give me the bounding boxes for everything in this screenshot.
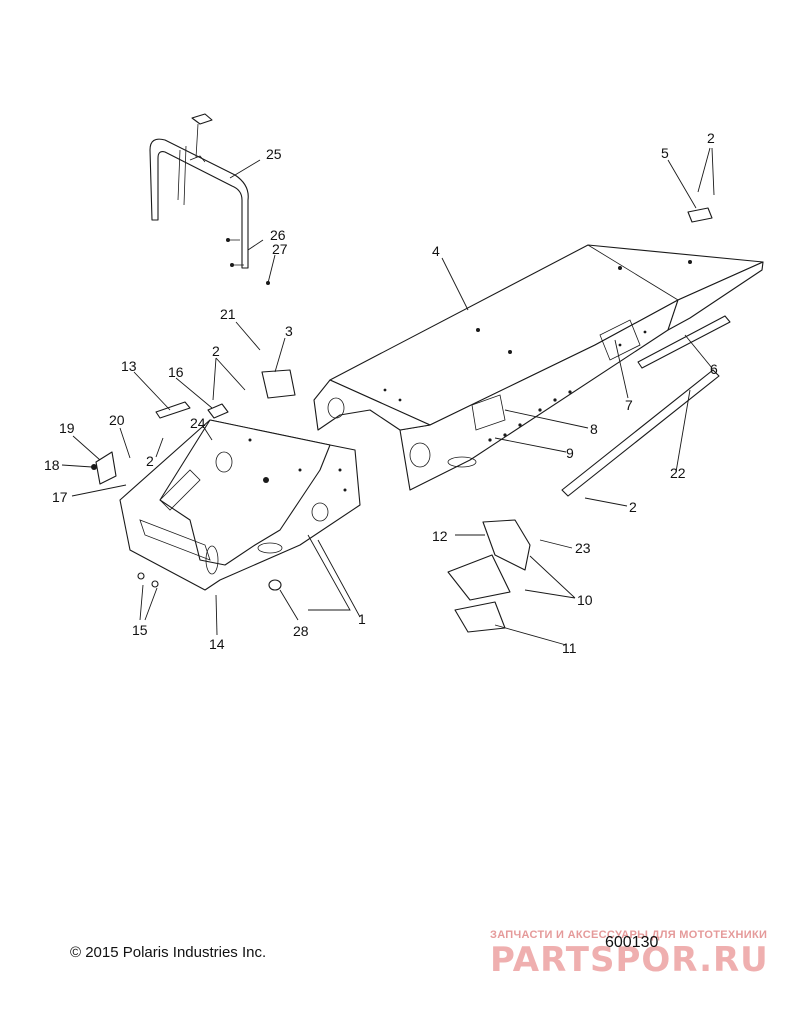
callout-11: 11 <box>562 640 577 656</box>
callout-10: 10 <box>577 592 593 608</box>
part-bulkhead <box>119 419 361 591</box>
callout-20: 20 <box>109 412 125 428</box>
part-rod <box>561 369 720 497</box>
part-nut-18 <box>91 464 97 470</box>
callout-labels: 1 2 2 2 2 3 4 5 6 7 8 9 10 11 12 13 14 1… <box>44 130 718 656</box>
copyright-notice: © 2015 Polaris Industries Inc. <box>70 944 267 961</box>
callout-6: 6 <box>710 361 718 377</box>
callout-3: 3 <box>285 323 293 339</box>
callout-8: 8 <box>590 421 598 437</box>
callout-2-left: 2 <box>212 343 220 359</box>
part-bracket-3 <box>261 369 296 399</box>
part-plate-10a <box>482 519 531 571</box>
callout-15: 15 <box>132 622 148 638</box>
part-nut-15b <box>151 580 159 588</box>
watermark-tagline: ЗАПЧАСТИ И АКСЕССУАРЫ ДЛЯ МОТОТЕХНИКИ <box>490 929 768 941</box>
part-plate-11 <box>454 601 506 633</box>
part-clip-16 <box>207 403 229 419</box>
callout-12: 12 <box>432 528 448 544</box>
callout-9: 9 <box>566 445 574 461</box>
part-mount-19 <box>95 451 117 485</box>
callout-1: 1 <box>358 611 366 627</box>
callout-14: 14 <box>209 636 225 652</box>
leader-lines <box>61 147 715 646</box>
callout-2-bulkhead: 2 <box>146 453 154 469</box>
watermark-logo: PARTSPOR.RU <box>490 940 769 980</box>
callout-7: 7 <box>625 397 633 413</box>
part-bolts-26 <box>226 238 244 267</box>
part-grommet-28 <box>268 579 282 591</box>
callout-26: 26 <box>270 227 286 243</box>
callout-13: 13 <box>121 358 137 374</box>
callout-16: 16 <box>168 364 184 380</box>
part-rail-strip <box>637 315 731 369</box>
callout-5: 5 <box>661 145 669 161</box>
callout-28: 28 <box>293 623 309 639</box>
callout-19: 19 <box>59 420 75 436</box>
part-tunnel <box>313 207 764 491</box>
callout-18: 18 <box>44 457 60 473</box>
part-nut-15a <box>137 572 145 580</box>
drawing-number: 600130 <box>605 934 659 951</box>
part-plate-10b <box>447 554 511 601</box>
part-handle-bar <box>149 113 249 269</box>
callout-24: 24 <box>190 415 206 431</box>
callout-22: 22 <box>670 465 686 481</box>
callout-4: 4 <box>432 243 440 259</box>
callout-25: 25 <box>266 146 282 162</box>
part-bracket-13 <box>155 401 191 419</box>
callout-2-top-right: 2 <box>707 130 715 146</box>
callout-21: 21 <box>220 306 236 322</box>
callout-23: 23 <box>575 540 591 556</box>
callout-27: 27 <box>272 241 288 257</box>
callout-2-rod: 2 <box>629 499 637 515</box>
callout-17: 17 <box>52 489 68 505</box>
